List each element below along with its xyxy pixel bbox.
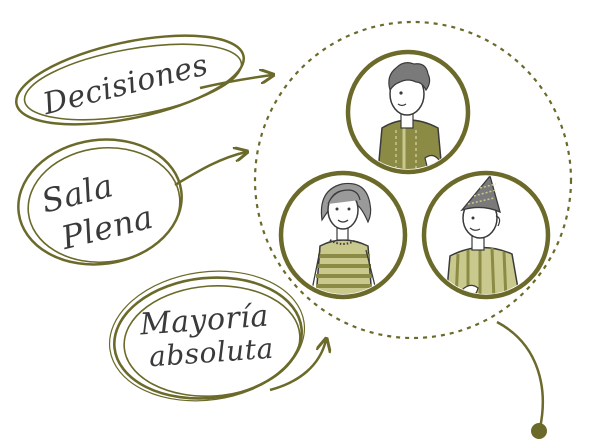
sala-plena-arrow: [174, 152, 246, 187]
person-man-portrait: [345, 49, 471, 175]
exit-dot: [531, 423, 547, 439]
person-elder-icon: [445, 176, 521, 294]
sala-plena-node: Sala Plena: [17, 138, 183, 266]
mayoria-node: Mayoría absoluta: [108, 270, 306, 402]
decisiones-arrow: [199, 75, 272, 90]
person-man-icon: [377, 62, 443, 169]
person-elder-portrait: [421, 170, 551, 300]
group-dashed-circle: [253, 20, 573, 340]
person-woman-portrait: [278, 170, 408, 300]
exit-connector: [496, 320, 544, 429]
decisiones-node: Decisiones: [15, 34, 245, 126]
mayoria-arrow: [269, 340, 326, 392]
person-woman-icon: [311, 182, 377, 294]
decisiones-label: Decisiones: [39, 47, 212, 122]
